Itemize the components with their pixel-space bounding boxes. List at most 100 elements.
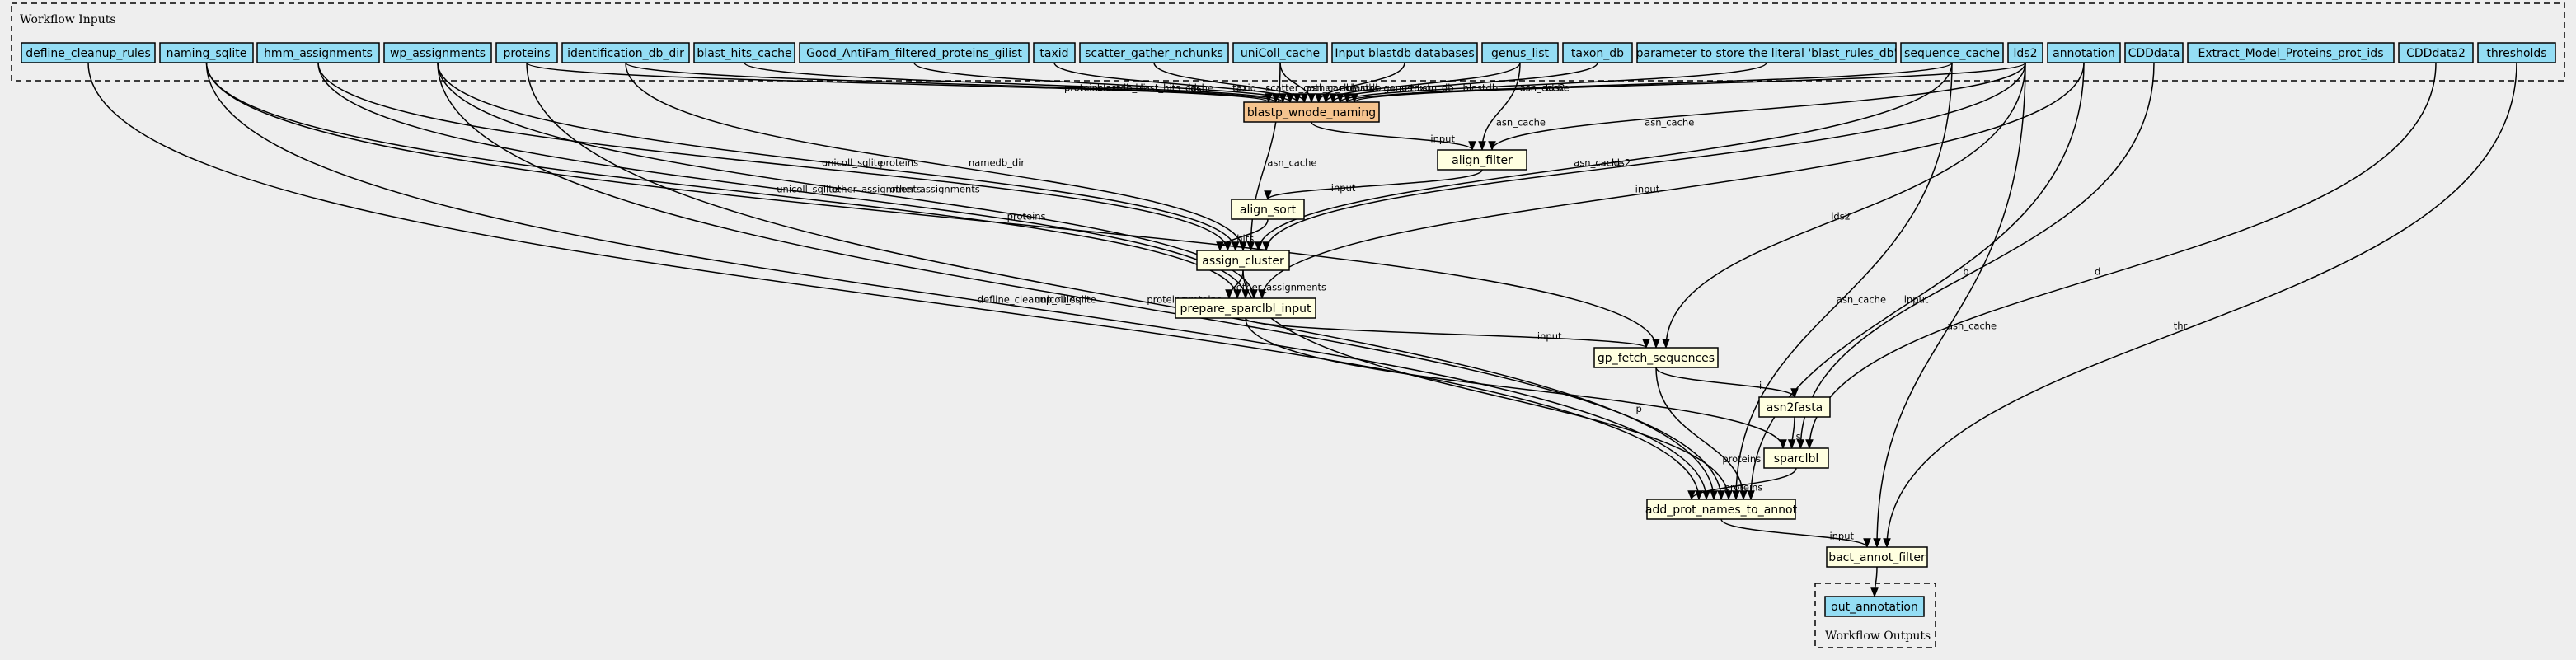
edge-sequence-cache-to-blastp-wnode-naming bbox=[1343, 62, 1953, 104]
thresholds-input-node[interactable]: thresholds bbox=[2477, 42, 2556, 63]
annotation-input-node[interactable]: annotation bbox=[2047, 42, 2121, 63]
gp-fetch-sequences-step-node[interactable]: gp_fetch_sequences bbox=[1593, 347, 1719, 368]
edge-label: asn_cache bbox=[1947, 320, 1997, 331]
param-literal-box bbox=[1636, 42, 1897, 63]
edge-label: blastdb bbox=[1463, 82, 1499, 94]
wp-assignments-input-node[interactable]: wp_assignments bbox=[383, 42, 492, 63]
edge-bact-annot-filter-to-out-annotation bbox=[1870, 566, 1879, 598]
workflow-inputs-label: Workflow Inputs bbox=[20, 13, 116, 26]
edge-label: ids bbox=[1188, 82, 1202, 94]
bact-annot-filter-label: bact_annot_filter bbox=[1828, 551, 1926, 564]
edge-label: b bbox=[1963, 265, 1968, 277]
edge-label: namedb_dir bbox=[969, 157, 1025, 168]
edge-label: asn_cache bbox=[1645, 116, 1694, 128]
param-literal-input-node[interactable]: parameter to store the literal 'blast_ru… bbox=[1636, 42, 1898, 63]
edge-label: p bbox=[1635, 403, 1641, 414]
hmm-assignments-label: hmm_assignments bbox=[264, 47, 373, 60]
add-prot-names-to-annot-step-node[interactable]: add_prot_names_to_annot bbox=[1645, 499, 1798, 520]
hmm-assignments-input-node[interactable]: hmm_assignments bbox=[256, 42, 380, 63]
proteins-box bbox=[495, 42, 558, 63]
genus-list-label: genus_list bbox=[1491, 47, 1550, 60]
lds2-box bbox=[2007, 42, 2043, 63]
bact-annot-filter-step-node[interactable]: bact_annot_filter bbox=[1826, 546, 1928, 568]
naming-sqlite-input-node[interactable]: naming_sqlite bbox=[159, 42, 254, 63]
cdddata2-input-node[interactable]: CDDdata2 bbox=[2398, 42, 2474, 63]
edge-gp-fetch-sequences-to-asn2fasta bbox=[1655, 367, 1799, 399]
naming-sqlite-box bbox=[159, 42, 254, 63]
proteins-input-node[interactable]: proteins bbox=[495, 42, 558, 63]
edge-unicoll-cache-to-assign-cluster bbox=[1246, 62, 1281, 252]
unicoll-cache-box bbox=[1232, 42, 1328, 63]
assign-cluster-box bbox=[1196, 250, 1290, 271]
taxid-label: taxid bbox=[1039, 47, 1068, 60]
edge-annotation-to-prepare-sparclbl-input bbox=[1258, 62, 2085, 300]
edge-thresholds-to-bact-annot-filter bbox=[1883, 62, 2517, 549]
scatter-gather-nchunks-box bbox=[1079, 42, 1229, 63]
edge-label: lds2 bbox=[1831, 210, 1851, 222]
prepare-sparclbl-input-step-node[interactable]: prepare_sparclbl_input bbox=[1175, 297, 1316, 319]
cdddata-input-node[interactable]: CDDdata bbox=[2124, 42, 2184, 63]
input-blastdb-input-node[interactable]: Input blastdb databases bbox=[1331, 42, 1478, 63]
taxid-input-node[interactable]: taxid bbox=[1033, 42, 1076, 63]
edge-label: other_assignments bbox=[832, 183, 922, 194]
cdddata-box bbox=[2124, 42, 2184, 63]
edge-hmm-assignments-to-assign-cluster bbox=[317, 62, 1232, 252]
edge-label: d bbox=[2095, 265, 2100, 277]
edge-naming-sqlite-to-gp-fetch-sequences bbox=[205, 62, 1660, 349]
edge-proteins-to-add-prot-names-to-annot bbox=[526, 62, 1718, 501]
edge-wp-assignments-to-add-prot-names-to-annot bbox=[437, 62, 1725, 501]
edge-add-prot-names-to-annot-to-bact-annot-filter bbox=[1720, 518, 1871, 549]
sequence-cache-label: sequence_cache bbox=[1904, 47, 2000, 60]
edge-label: input bbox=[1635, 183, 1660, 194]
edge-blastp-wnode-naming-to-align-filter bbox=[1311, 121, 1476, 152]
sequence-cache-input-node[interactable]: sequence_cache bbox=[1900, 42, 2004, 63]
wp-assignments-label: wp_assignments bbox=[390, 47, 486, 60]
workflow-outputs-label: Workflow Outputs bbox=[1825, 630, 1931, 643]
prepare-sparclbl-input-label: prepare_sparclbl_input bbox=[1180, 302, 1311, 316]
edge-align-sort-to-assign-cluster bbox=[1216, 218, 1269, 252]
blast-hits-cache-input-node[interactable]: blast_hits_cache bbox=[693, 42, 795, 63]
edge-lds2-to-bact-annot-filter bbox=[1873, 62, 2026, 549]
lds2-label: lds2 bbox=[2014, 47, 2038, 60]
cdddata2-label: CDDdata2 bbox=[2406, 47, 2466, 60]
identification-db-dir-input-node[interactable]: identification_db_dir bbox=[561, 42, 690, 63]
input-blastdb-box bbox=[1331, 42, 1478, 63]
add-prot-names-to-annot-label: add_prot_names_to_annot bbox=[1645, 503, 1798, 517]
extract-model-input-node[interactable]: Extract_Model_Proteins_prot_ids bbox=[2187, 42, 2395, 63]
extract-model-label: Extract_Model_Proteins_prot_ids bbox=[2198, 47, 2383, 60]
sparclbl-step-node[interactable]: sparclbl bbox=[1763, 447, 1829, 469]
assign-cluster-step-node[interactable]: assign_cluster bbox=[1196, 250, 1290, 271]
unicoll-cache-input-node[interactable]: uniColl_cache bbox=[1232, 42, 1328, 63]
edge-label: defline_cleanup_rules bbox=[978, 294, 1080, 306]
genus-list-input-node[interactable]: genus_list bbox=[1481, 42, 1559, 63]
asn2fasta-step-node[interactable]: asn2fasta bbox=[1758, 396, 1831, 418]
lds2-input-node[interactable]: lds2 bbox=[2007, 42, 2043, 63]
scatter-gather-nchunks-input-node[interactable]: scatter_gather_nchunks bbox=[1079, 42, 1229, 63]
identification-db-dir-box bbox=[561, 42, 690, 63]
sequence-cache-box bbox=[1900, 42, 2004, 63]
out-annotation-output-node[interactable]: out_annotation bbox=[1824, 596, 1925, 617]
blastp-wnode-naming-step-node[interactable]: blastp_wnode_naming bbox=[1243, 101, 1380, 123]
thresholds-label: thresholds bbox=[2486, 47, 2546, 60]
taxid-box bbox=[1033, 42, 1076, 63]
good-antifam-input-node[interactable]: Good_AntiFam_filtered_proteins_gilist bbox=[799, 42, 1030, 63]
edge-label: i bbox=[1759, 380, 1762, 391]
edge-label: unicoll_sqlite bbox=[822, 157, 884, 168]
edge-annotation-to-add-prot-names-to-annot bbox=[1747, 62, 2085, 501]
edge-label: thr bbox=[2174, 320, 2188, 331]
add-prot-names-to-annot-box bbox=[1646, 499, 1796, 520]
defline-cleanup-rules-input-node[interactable]: defline_cleanup_rules bbox=[21, 42, 156, 63]
edge-sequence-cache-to-add-prot-names-to-annot bbox=[1732, 62, 1953, 501]
out-annotation-label: out_annotation bbox=[1831, 601, 1918, 614]
edge-label: scatter_gather_nchunks bbox=[1265, 82, 1379, 94]
bact-annot-filter-box bbox=[1826, 546, 1928, 568]
align-sort-step-node[interactable]: align_sort bbox=[1231, 199, 1305, 220]
taxon-db-input-node[interactable]: taxon_db bbox=[1562, 42, 1633, 63]
workflow-inputs-cluster bbox=[11, 2, 2565, 82]
align-filter-step-node[interactable]: align_filter bbox=[1437, 149, 1527, 171]
input-blastdb-label: Input blastdb databases bbox=[1335, 47, 1474, 60]
edge-prepare-sparclbl-input-to-sparclbl bbox=[1245, 317, 1787, 450]
taxon-db-box bbox=[1562, 42, 1633, 63]
